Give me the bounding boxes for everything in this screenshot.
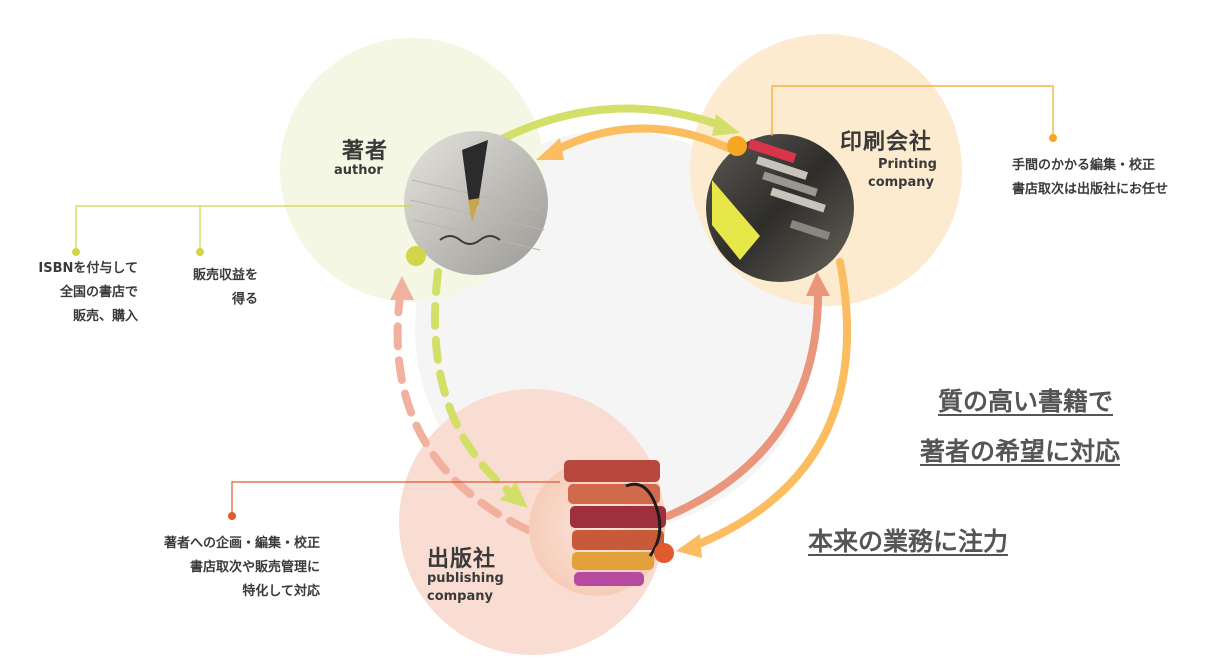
author-leader-lines: [75, 205, 412, 252]
arrow-publisher-to-printing-head: [806, 272, 830, 296]
author-note-left: ISBNを付与して 全国の書店で 販売、購入: [20, 257, 138, 329]
arrow-author-to-publisher-head: [500, 482, 528, 508]
arrow-author-to-printing: [496, 104, 726, 144]
printing-press-image: [706, 134, 854, 282]
publisher-leader-line: [231, 481, 560, 516]
printing-dot: [727, 136, 747, 156]
arrow-printing-to-publisher-head: [676, 534, 702, 558]
publisher-title: 出版社: [427, 547, 497, 572]
author-dot: [406, 246, 426, 266]
note-line: 手間のかかる編集・校正: [1012, 158, 1156, 173]
arrow-publisher-to-author: [393, 292, 532, 534]
note-line: 販売収益を: [192, 268, 258, 283]
arrow-printing-to-author: [552, 124, 732, 154]
note-line: 書店取次は出版社にお任せ: [1012, 182, 1169, 197]
printing-leader-line: [771, 85, 1054, 138]
publisher-note-dot: [228, 512, 236, 520]
publisher-dot: [654, 543, 674, 563]
author-pen-image: [404, 131, 548, 275]
printing-subtitle-line2: company: [868, 175, 934, 190]
slogan-line1: 質の高い書籍で: [938, 387, 1114, 416]
note-line: 書店取次や販売管理に: [189, 560, 320, 575]
author-note-right-dot: [196, 248, 204, 256]
publisher-books-image: [529, 460, 666, 596]
slogan-line2: 著者の希望に対応: [920, 437, 1121, 466]
author-subtitle: author: [334, 163, 383, 178]
arrow-author-to-printing-head: [712, 114, 740, 136]
arrow-author-to-publisher: [431, 268, 516, 498]
note-line: ISBNを付与して: [38, 261, 138, 276]
publisher-subtitle-line1: publishing: [427, 571, 504, 586]
slogan-line3: 本来の業務に注力: [808, 527, 1009, 556]
publisher-note: 著者への企画・編集・校正 書店取次や販売管理に 特化して対応: [130, 532, 320, 604]
arrow-printing-to-author-head: [536, 138, 564, 160]
printing-note-dot: [1049, 134, 1057, 142]
note-line: 全国の書店で: [59, 285, 138, 300]
author-note-right: 販売収益を 得る: [176, 264, 258, 312]
printing-title: 印刷会社: [840, 130, 933, 155]
printing-subtitle-line1: Printing: [878, 157, 937, 172]
author-note-left-dot: [72, 248, 80, 256]
note-line: 販売、購入: [72, 309, 138, 324]
printing-note: 手間のかかる編集・校正 書店取次は出版社にお任せ: [1012, 154, 1168, 202]
arrow-publisher-to-author-head: [390, 276, 414, 300]
note-line: 特化して対応: [242, 584, 320, 599]
arrow-printing-to-publisher: [690, 258, 851, 550]
publisher-subtitle-line2: company: [427, 589, 493, 604]
note-line: 得る: [231, 292, 258, 307]
author-title: 著者: [342, 139, 389, 164]
arrow-publisher-to-printing: [664, 286, 823, 520]
note-line: 著者への企画・編集・校正: [163, 536, 320, 551]
